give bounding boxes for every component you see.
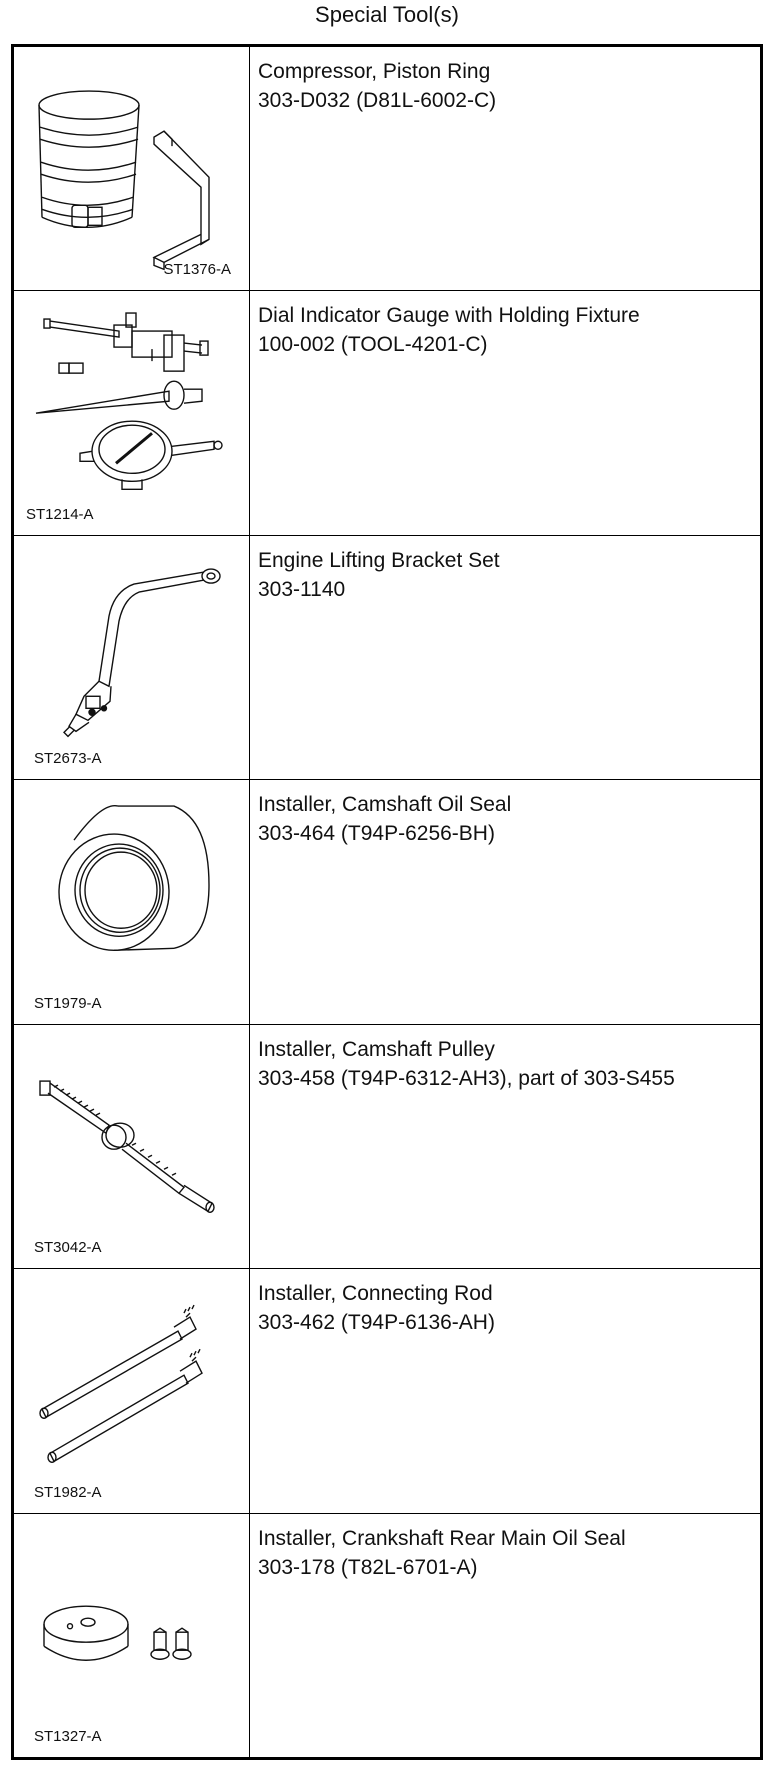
- tool-image-cell: ST2673-A: [14, 535, 250, 780]
- tool-description: Engine Lifting Bracket Set 303-1140: [250, 536, 760, 779]
- oil-seal-installer-icon: [58, 805, 210, 952]
- connecting-rod-installer-icon: [39, 1304, 203, 1464]
- tool-image-cell: ST1327-A: [14, 1513, 250, 1757]
- tool-code: ST3042-A: [34, 1239, 102, 1257]
- tool-number: 303-178 (T82L-6701-A): [258, 1555, 478, 1579]
- tool-name: Installer, Camshaft Pulley: [258, 1037, 495, 1061]
- tool-code: ST1214-A: [26, 505, 94, 523]
- tool-description: Installer, Connecting Rod 303-462 (T94P-…: [250, 1269, 760, 1512]
- page-title: Special Tool(s): [315, 2, 459, 27]
- tool-number: 303-D032 (D81L-6002-C): [258, 89, 497, 112]
- table-row: ST2673-A Engine Lifting Bracket Set 303-…: [14, 534, 760, 780]
- tool-number: 100-002 (TOOL-4201-C): [258, 333, 488, 357]
- dial-indicator-icon: [35, 312, 223, 491]
- rear-main-seal-installer-icon: [43, 1604, 192, 1661]
- tool-description: Compressor, Piston Ring 303-D032 (D81L-6…: [250, 47, 760, 290]
- tool-image-cell: ST1376-A: [14, 47, 250, 291]
- pulley-installer-icon: [39, 1080, 215, 1213]
- tool-image-cell: ST1982-A: [14, 1269, 250, 1513]
- tool-name: Compressor, Piston Ring: [258, 60, 491, 83]
- tool-code: ST1376-A: [163, 261, 231, 279]
- tool-description: Installer, Camshaft Pulley 303-458 (T94P…: [250, 1025, 760, 1268]
- table-row: ST1214-A Dial Indicator Gauge with Holdi…: [14, 290, 760, 535]
- tool-image-cell: ST3042-A: [14, 1024, 250, 1269]
- tool-name: Installer, Crankshaft Rear Main Oil Seal: [258, 1526, 626, 1550]
- tool-code: ST1979-A: [34, 994, 102, 1012]
- table-row: ST3042-A Installer, Camshaft Pulley 303-…: [14, 1023, 760, 1269]
- tool-name: Installer, Connecting Rod: [258, 1282, 493, 1306]
- tool-name: Engine Lifting Bracket Set: [258, 548, 500, 572]
- table-row: ST1979-A Installer, Camshaft Oil Seal 30…: [14, 779, 760, 1024]
- piston-ring-compressor-icon: [38, 90, 210, 271]
- tool-number: 303-1140: [258, 577, 346, 601]
- tool-code: ST2673-A: [34, 750, 102, 768]
- tool-description: Installer, Crankshaft Rear Main Oil Seal…: [250, 1514, 760, 1757]
- tool-number: 303-464 (T94P-6256-BH): [258, 822, 495, 846]
- tool-name: Dial Indicator Gauge with Holding Fixtur…: [258, 304, 640, 328]
- table-row: ST1327-A Installer, Crankshaft Rear Main…: [14, 1512, 760, 1757]
- tool-number: 303-458 (T94P-6312-AH3), part of 303-S45…: [258, 1066, 675, 1090]
- special-tools-table: ST1376-A Compressor, Piston Ring 303-D03…: [11, 44, 763, 1760]
- tool-code: ST1982-A: [34, 1483, 102, 1501]
- lifting-bracket-icon: [63, 568, 221, 738]
- tool-description: Installer, Camshaft Oil Seal 303-464 (T9…: [250, 780, 760, 1023]
- tool-code: ST1327-A: [34, 1727, 102, 1745]
- tool-image-cell: ST1214-A: [14, 291, 250, 535]
- tool-number: 303-462 (T94P-6136-AH): [258, 1311, 495, 1335]
- tool-image-cell: ST1979-A: [14, 780, 250, 1024]
- table-row: ST1982-A Installer, Connecting Rod 303-4…: [14, 1268, 760, 1513]
- table-row: ST1376-A Compressor, Piston Ring 303-D03…: [14, 47, 760, 291]
- tool-name: Installer, Camshaft Oil Seal: [258, 793, 512, 817]
- tool-description: Dial Indicator Gauge with Holding Fixtur…: [250, 291, 760, 534]
